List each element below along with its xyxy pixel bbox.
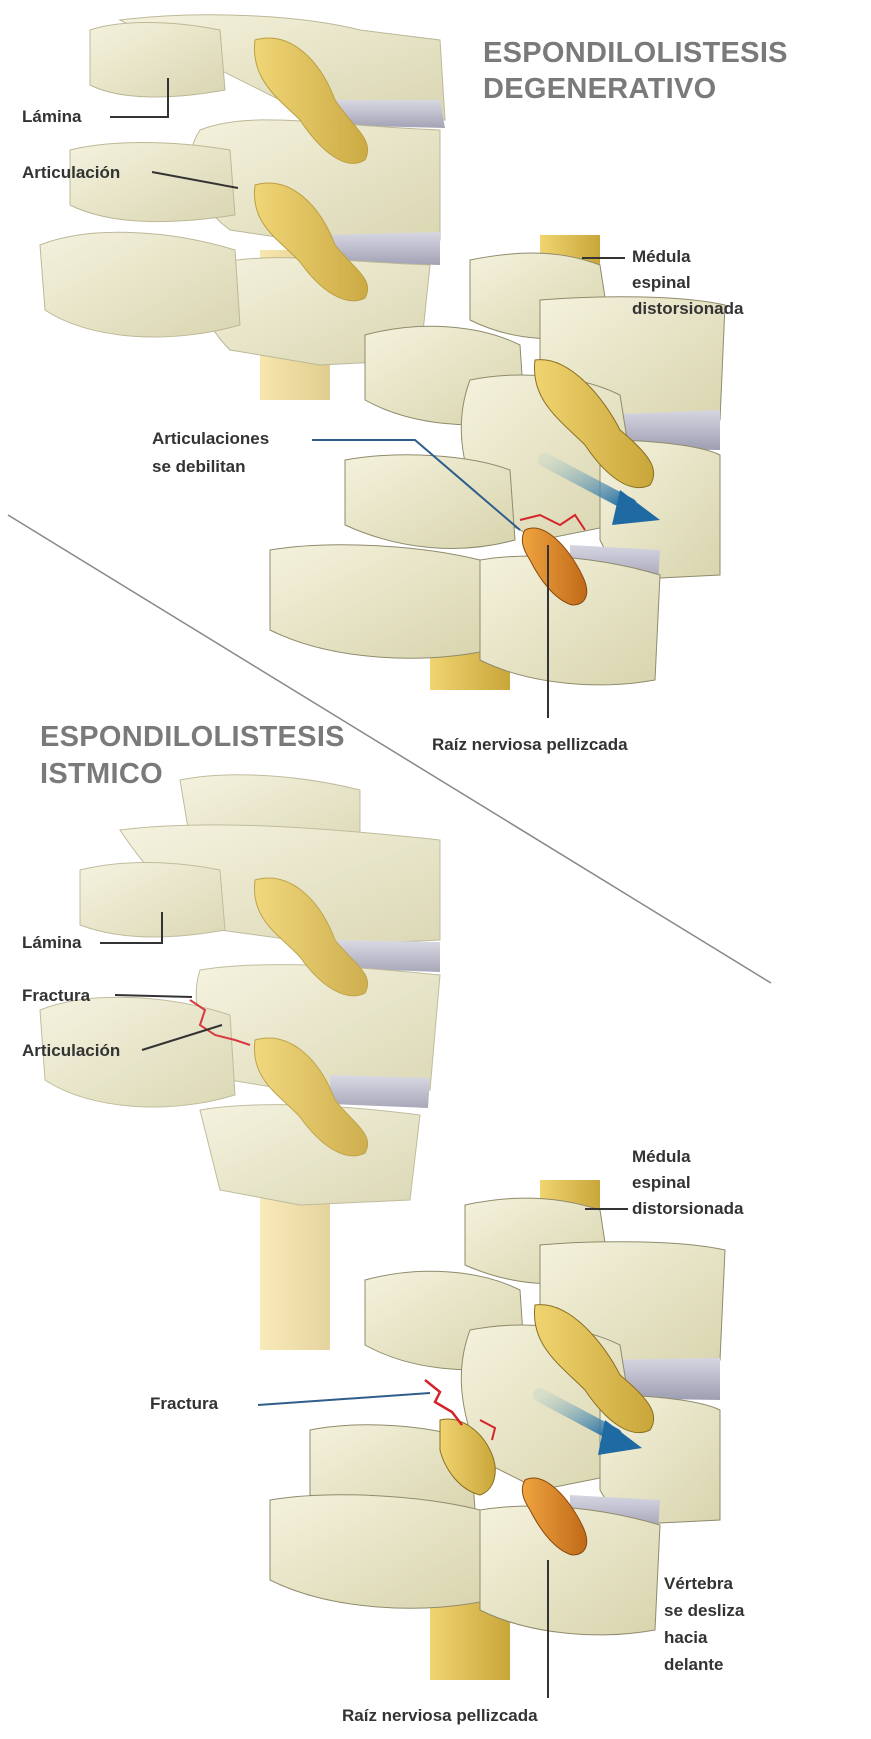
leader-fractura-upper [115, 995, 192, 997]
label-raiz-bottom: Raíz nerviosa pellizcada [342, 1705, 538, 1727]
label-articulacion-top: Articulación [22, 162, 120, 184]
label-medula-bottom-line2: espinal [632, 1172, 691, 1194]
title-degenerativo-line2: DEGENERATIVO [483, 72, 716, 106]
label-vertebra-line4: delante [664, 1654, 724, 1676]
label-articulaciones-line2: se debilitan [152, 456, 246, 478]
label-fractura-upper: Fractura [22, 985, 90, 1007]
title-istmico-line1: ESPONDILOLISTESIS [40, 720, 345, 754]
label-articulacion-bottom: Articulación [22, 1040, 120, 1062]
label-vertebra-line3: hacia [664, 1627, 707, 1649]
label-vertebra-line2: se desliza [664, 1600, 744, 1622]
label-fractura-lower: Fractura [150, 1393, 218, 1415]
label-medula-top-line2: espinal [632, 272, 691, 294]
label-medula-top-line3: distorsionada [632, 298, 743, 320]
label-medula-bottom-line1: Médula [632, 1146, 691, 1168]
label-lamina-top: Lámina [22, 106, 82, 128]
title-istmico-line2: ISTMICO [40, 757, 163, 791]
label-vertebra-line1: Vértebra [664, 1573, 733, 1595]
label-lamina-bottom: Lámina [22, 932, 82, 954]
label-medula-bottom-line3: distorsionada [632, 1198, 743, 1220]
label-articulaciones-line1: Articulaciones [152, 428, 269, 450]
label-medula-top-line1: Médula [632, 246, 691, 268]
title-degenerativo-line1: ESPONDILOLISTESIS [483, 36, 788, 70]
lower-right-spine [270, 1180, 725, 1680]
label-raiz-top: Raíz nerviosa pellizcada [432, 734, 628, 756]
lower-left-spine [40, 775, 440, 1350]
leader-fractura-lower [258, 1393, 430, 1405]
